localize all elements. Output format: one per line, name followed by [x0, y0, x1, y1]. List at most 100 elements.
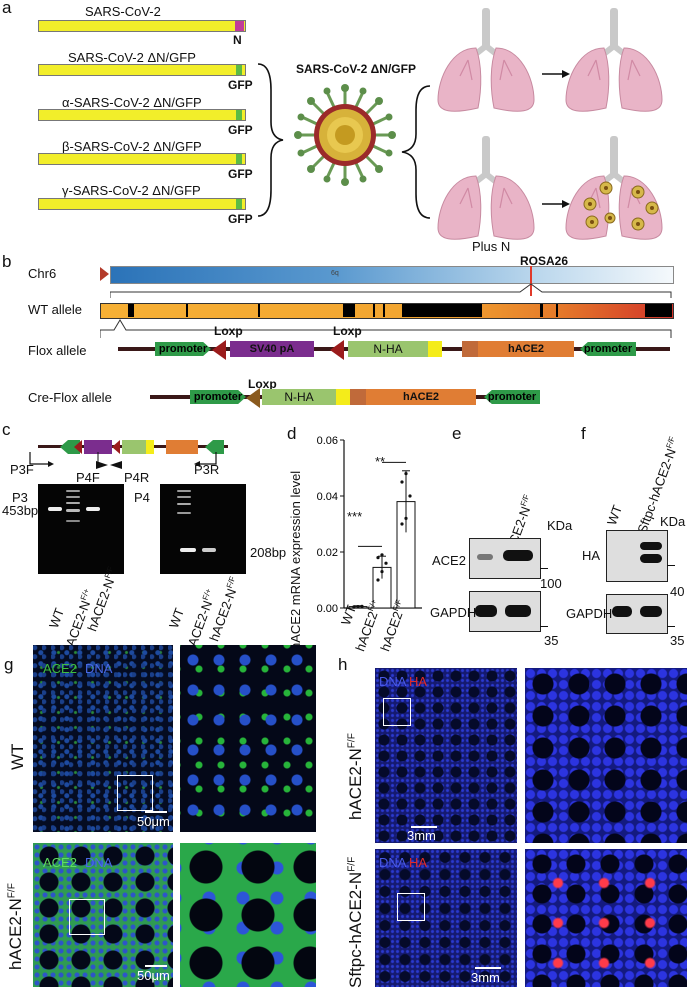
f-band-ha-1 — [640, 542, 662, 550]
wt-allele-label: WT allele — [28, 302, 82, 317]
g-dna-stain-label: DNA — [85, 661, 113, 676]
h-ko-zoom — [525, 668, 687, 843]
f-marker-tick-2 — [667, 626, 675, 627]
yellow-linker — [428, 341, 442, 357]
g-scale-label: 50μm — [137, 814, 170, 829]
gel-lane-wt-2: WT — [166, 606, 188, 631]
loxp-label-3: Loxp — [248, 377, 277, 391]
cre-hace2-start — [350, 389, 366, 405]
f-marker-tick — [667, 565, 675, 566]
g-ko-overview: ACE2 DNA 50μm — [33, 843, 173, 987]
g-scale-label-2: 50μm — [137, 968, 170, 983]
exon — [128, 304, 134, 317]
promoter-arrow-right: promoter — [580, 342, 636, 356]
h-sftpc-label: Sftpc-hACE2-NF/F — [346, 856, 365, 988]
f-gapdh-ko — [640, 606, 662, 617]
gfp-label-3: GFP — [228, 123, 253, 137]
exon — [402, 304, 482, 317]
chart-point — [356, 605, 360, 609]
gel-p4 — [160, 484, 246, 574]
centromere-icon — [100, 267, 109, 281]
construct-4-label: β-SARS-CoV-2 ΔN/GFP — [62, 139, 202, 154]
g-dna-stain-label-2: DNA — [85, 855, 113, 870]
chart-point — [380, 570, 384, 574]
f-band-ha-2 — [640, 554, 662, 563]
exon — [343, 304, 355, 317]
flox-allele-label: Flox allele — [28, 343, 87, 358]
chart-point — [376, 556, 380, 560]
panel-c-label: c — [2, 420, 11, 439]
cre-hace2-block: hACE2 — [366, 389, 476, 405]
g-ko-zoom — [180, 843, 316, 987]
ladder-band — [66, 520, 80, 522]
g-ace2-stain-label-2: ACE2 — [43, 855, 77, 870]
h-ha-stain-label-2: HA — [409, 855, 428, 870]
cre-promoter-right: promoter — [484, 390, 540, 404]
rosa26-label: ROSA26 — [520, 254, 569, 268]
cre-loxp-triangle — [246, 388, 260, 408]
chart-point — [384, 561, 388, 565]
gfp-box-5 — [236, 199, 242, 209]
nha-block: N-HA — [348, 341, 428, 357]
primer-arrows — [29, 452, 217, 469]
construct-3-genome — [38, 109, 246, 121]
chart-ytick-label: 0.06 — [317, 435, 338, 447]
f-kda: KDa — [660, 514, 686, 529]
gel-band — [48, 507, 62, 511]
exon — [373, 304, 375, 317]
rosa26-marker — [530, 266, 532, 296]
c-construct-schematic — [60, 440, 224, 454]
h-zoom-box — [383, 698, 411, 726]
primer-p3f: P3F — [10, 462, 34, 477]
gel-p3 — [38, 484, 124, 574]
ladder-band — [177, 490, 191, 492]
virus-label: SARS-CoV-2 ΔN/GFP — [296, 62, 416, 76]
size-208bp: 208bp — [250, 545, 287, 560]
construct-3-label: α-SARS-CoV-2 ΔN/GFP — [62, 95, 202, 110]
exon — [383, 304, 385, 317]
chromosome-bar — [110, 266, 674, 284]
f-marker-35: 35 — [670, 633, 685, 648]
e-gapdh-wt — [475, 605, 497, 617]
h-dna-stain-label-2: DNA — [379, 855, 407, 870]
n-gene-box — [235, 21, 244, 31]
chart-point — [380, 553, 384, 557]
construct-1-genome — [38, 20, 246, 32]
chart-point — [404, 516, 408, 520]
e-band-wt — [477, 554, 493, 560]
exon — [258, 304, 260, 317]
ladder-band — [177, 512, 191, 514]
gel-lane-wt: WT — [46, 606, 68, 631]
gfp-box-4 — [236, 154, 242, 164]
h-sftpc-zoom — [525, 849, 687, 987]
promoter-arrow-left: promoter — [155, 342, 211, 356]
g-scale-bar — [145, 811, 167, 813]
gel-band — [180, 548, 196, 552]
e-kda: KDa — [547, 518, 573, 533]
zoom-bracket — [110, 283, 672, 298]
gel-band — [86, 507, 100, 511]
panel-d-label: d — [287, 424, 297, 443]
n-label: N — [233, 33, 242, 47]
ladder-band — [177, 503, 191, 505]
g-scale-bar-2 — [145, 965, 167, 967]
sv40-block: SV40 pA — [230, 341, 314, 357]
e-marker-tick — [540, 568, 548, 569]
g-ace2-stain-label: ACE2 — [43, 661, 77, 676]
chart-point — [408, 494, 412, 498]
e-ace2-label: ACE2 — [432, 553, 466, 568]
construct-2-label: SARS-CoV-2 ΔN/GFP — [68, 50, 196, 65]
f-ha-label: HA — [582, 548, 601, 563]
panel-b-label: b — [2, 252, 12, 271]
size-453bp: 453bp — [2, 503, 39, 518]
construct-1-label: SARS-CoV-2 — [85, 4, 161, 19]
h-dna-stain-label: DNA — [379, 674, 407, 689]
h-scale-label: 3mm — [407, 828, 436, 843]
right-brace — [401, 85, 431, 219]
g-wt-zoom — [180, 645, 316, 832]
g-zoom-box — [117, 775, 153, 811]
chart-ytick-label: 0.04 — [317, 491, 338, 503]
cre-yellow-linker — [336, 389, 350, 405]
h-ko-overview: DNA HA 3mm — [375, 668, 517, 843]
exon — [645, 304, 672, 317]
